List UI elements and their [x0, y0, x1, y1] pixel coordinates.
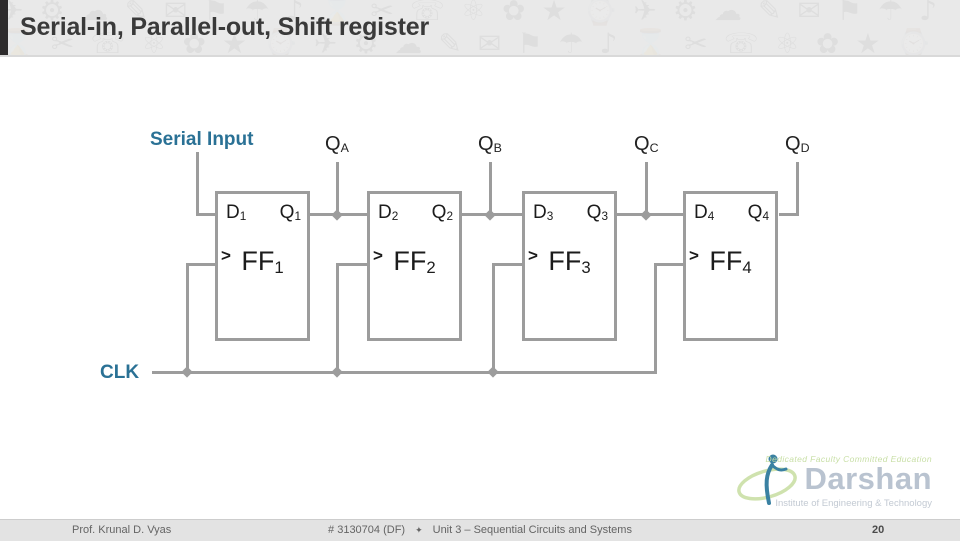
junction-dot-clk-1 [181, 366, 193, 378]
d-input-label: D3 [533, 202, 554, 224]
wire-q4-output-stub [779, 213, 799, 216]
output-label-qa: QA [325, 133, 349, 156]
wire-clk-riser-ff2 [336, 263, 339, 374]
clock-edge-marker: > [528, 246, 538, 265]
wire-qd-tap [796, 162, 799, 215]
wire-qc-tap [645, 162, 648, 215]
wire-clk-into-ff1 [187, 263, 216, 266]
wire-qa-tap [336, 162, 339, 215]
flipflop-box-2: D2 Q2 > FF2 [367, 191, 462, 341]
wire-qb-tap [489, 162, 492, 215]
junction-dot-qb [484, 209, 496, 221]
d-input-label: D2 [378, 202, 399, 224]
wire-clk-into-ff4 [655, 263, 684, 266]
d-input-label: D1 [226, 202, 247, 224]
wire-clk-bus [152, 371, 657, 374]
junction-dot-qa [331, 209, 343, 221]
wire-clk-into-ff3 [493, 263, 523, 266]
serial-input-label: Serial Input [150, 129, 254, 150]
flipflop-name: FF3 [548, 246, 591, 277]
flipflop-box-1: D1 Q1 > FF1 [215, 191, 310, 341]
wire-serial-into-d1 [196, 213, 216, 216]
junction-dot-clk-3 [487, 366, 499, 378]
footer-author: Prof. Krunal D. Vyas [72, 524, 172, 536]
footer-course-info: # 3130704 (DF) ✦ Unit 3 – Sequential Circu… [0, 520, 960, 540]
q-output-label: Q1 [279, 202, 301, 224]
output-label-qc: QC [634, 133, 659, 156]
wire-clk-riser-ff3 [492, 263, 495, 374]
footer-unit-title: Unit 3 – Sequential Circuits and Systems [432, 524, 632, 536]
logo-brand-text: Darshan [804, 461, 932, 496]
logo-tagline: Dedicated Faculty Committed Education [765, 454, 932, 464]
shift-register-circuit-diagram: Serial Input CLK QA QB QC QD D1 Q1 > FF1… [0, 55, 960, 485]
flipflop-name: FF1 [241, 246, 284, 277]
clock-edge-marker: > [221, 246, 231, 265]
flipflop-box-3: D3 Q3 > FF3 [522, 191, 617, 341]
q-output-label: Q4 [747, 202, 769, 224]
footer-course-code: # 3130704 (DF) [328, 524, 406, 536]
clk-label: CLK [100, 362, 140, 383]
output-label-qb: QB [478, 133, 502, 156]
logo-subtitle: Institute of Engineering & Technology [775, 498, 932, 509]
wire-clk-into-ff2 [337, 263, 368, 266]
slide-header: ✈⚙☁✎✉⚑☂♪⌛✂☏⚛✿★⌚✈⚙☁✎✉⚑☂♪⌛✂☏⚛✿★⌚✈⚙☁✎✉⚑☂♪⌛✂… [0, 0, 960, 57]
wire-clk-riser-ff1 [186, 263, 189, 374]
darshan-logo-icon [733, 450, 805, 515]
page-title: Serial-in, Parallel-out, Shift register [20, 13, 429, 41]
flipflop-box-4: D4 Q4 > FF4 [683, 191, 778, 341]
junction-dot-clk-2 [331, 366, 343, 378]
q-output-label: Q2 [431, 202, 453, 224]
darshan-logo: Dedicated Faculty Committed Education Da… [730, 448, 960, 518]
clock-edge-marker: > [689, 246, 699, 265]
flipflop-name: FF2 [393, 246, 436, 277]
wire-serial-input-vertical [196, 152, 199, 215]
junction-dot-qc [640, 209, 652, 221]
output-label-qd: QD [785, 133, 810, 156]
wire-clk-riser-ff4 [654, 263, 657, 374]
header-accent-strip [0, 0, 8, 55]
q-output-label: Q3 [586, 202, 608, 224]
footer-bar: Prof. Krunal D. Vyas # 3130704 (DF) ✦ Unit… [0, 519, 960, 541]
footer-page-number: 20 [872, 524, 885, 536]
footer-separator-icon: ✦ [415, 525, 423, 535]
flipflop-name: FF4 [709, 246, 752, 277]
clock-edge-marker: > [373, 246, 383, 265]
d-input-label: D4 [694, 202, 715, 224]
